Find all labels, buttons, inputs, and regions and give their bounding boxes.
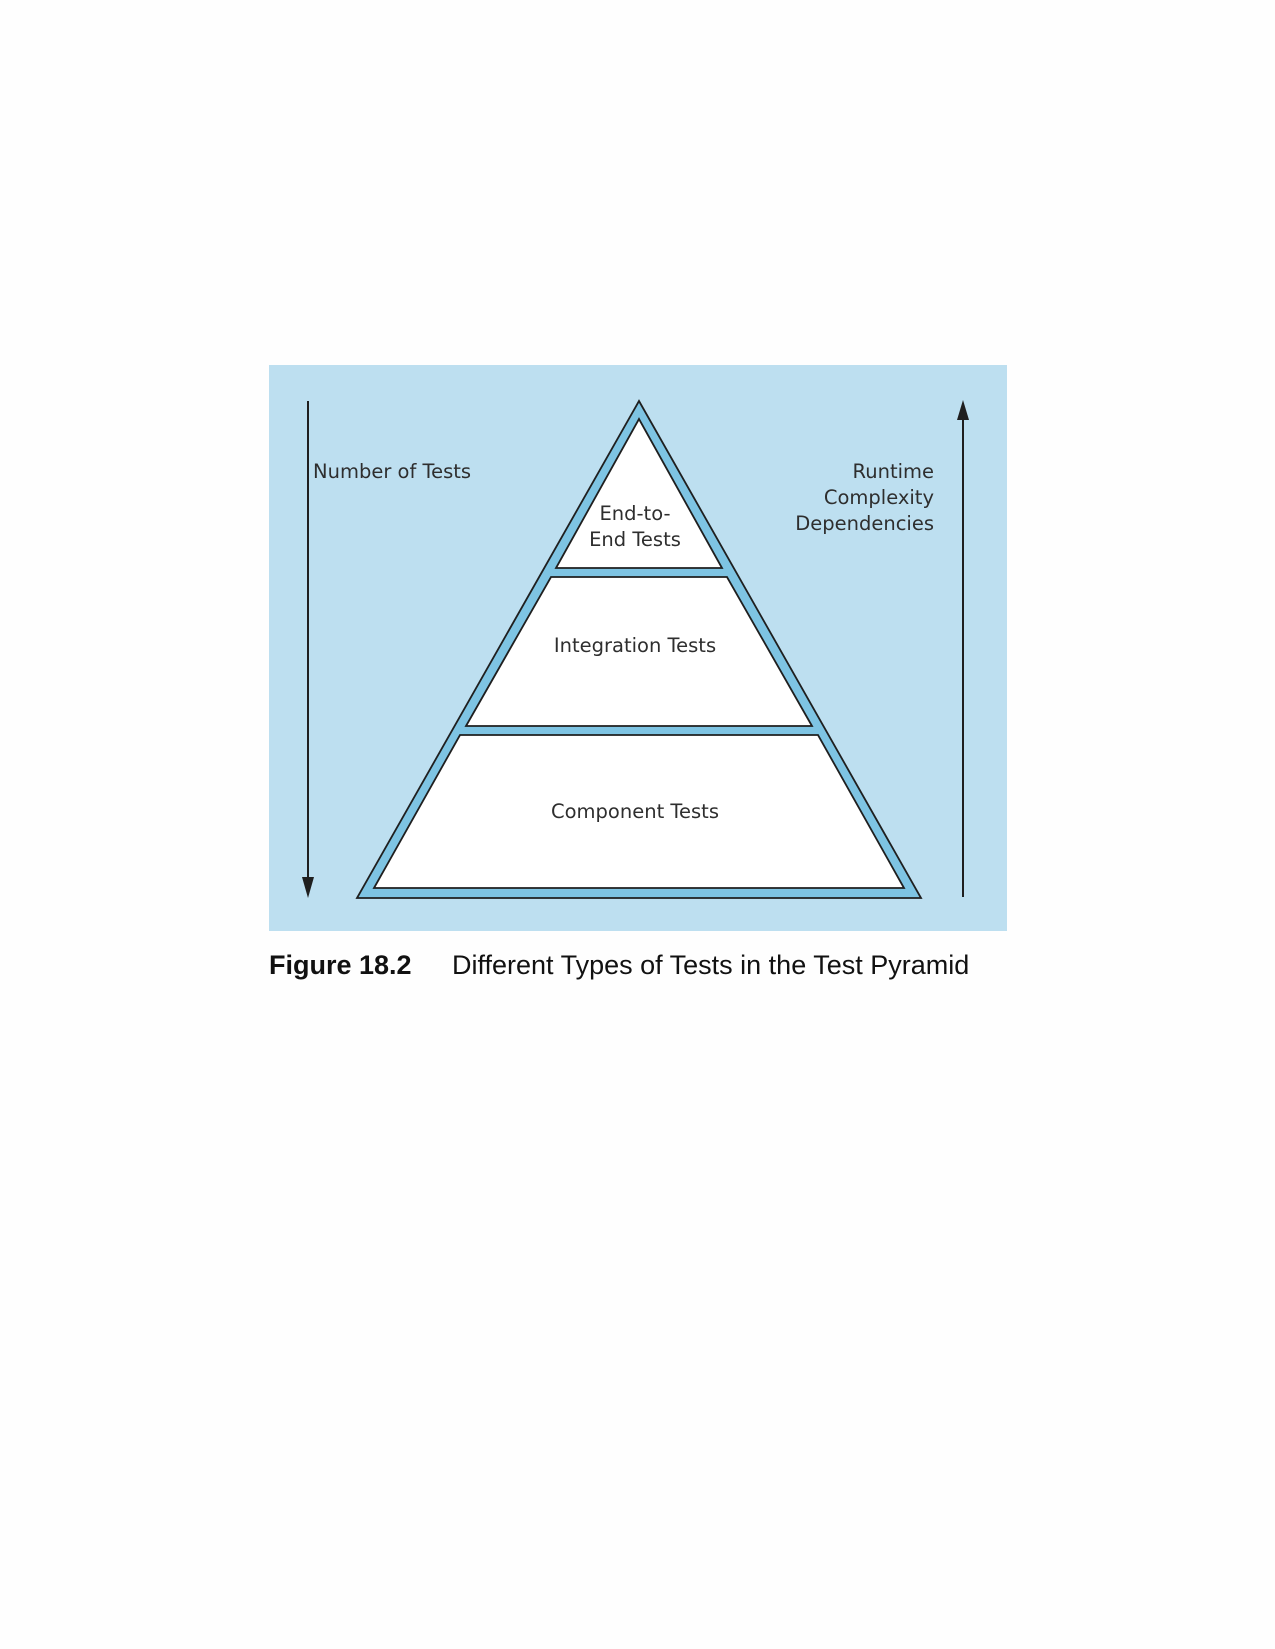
test-pyramid-diagram: Number of Tests Runtime Complexity Depen…: [269, 365, 1007, 931]
figure-caption: Figure 18.2 Different Types of Tests in t…: [269, 950, 969, 981]
integration-tests-label: Integration Tests: [554, 634, 716, 657]
runtime-label: Runtime: [853, 460, 934, 483]
end-to-end-label-line-1: End-to-: [599, 502, 670, 525]
pyramid-layer-end-to-end: [554, 417, 724, 569]
complexity-label: Complexity: [824, 486, 934, 509]
component-tests-label: Component Tests: [551, 800, 719, 823]
test-pyramid-figure: Number of Tests Runtime Complexity Depen…: [269, 365, 1007, 931]
number-of-tests-label: Number of Tests: [313, 460, 471, 483]
figure-number: Figure 18.2: [269, 950, 412, 980]
figure-title: Different Types of Tests in the Test Pyr…: [452, 950, 970, 980]
pyramid-layer-integration: [464, 576, 814, 727]
down-arrowhead-icon: [302, 877, 314, 898]
pyramid-layer-component: [372, 734, 906, 889]
dependencies-label: Dependencies: [795, 512, 934, 535]
end-to-end-label-line-2: End Tests: [589, 528, 681, 551]
up-arrowhead-icon: [957, 400, 969, 420]
